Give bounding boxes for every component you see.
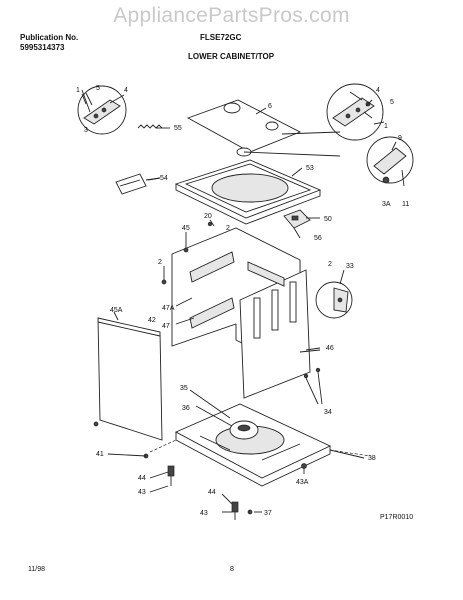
callout-45a: 45A <box>110 307 123 314</box>
callout-1: 1 <box>76 87 80 94</box>
hinge-detail-left <box>77 85 127 135</box>
callout-56: 56 <box>314 235 322 242</box>
hinge-detail-right <box>326 83 384 141</box>
watermark: AppliancePartsPros.com <box>113 4 350 27</box>
callout-6: 6 <box>268 103 272 110</box>
callout-35: 35 <box>180 385 188 392</box>
callout-2-left: 2 <box>158 259 162 266</box>
callout-42: 42 <box>148 317 156 324</box>
callout-36: 36 <box>182 405 190 412</box>
callout-43-lower: 43 <box>200 510 208 517</box>
callout-44: 44 <box>138 475 146 482</box>
washer-lid <box>186 99 341 157</box>
callout-53: 53 <box>306 165 314 172</box>
corner-bracket <box>315 281 353 319</box>
publication-number: 5995314373 <box>20 43 65 52</box>
callout-2-top: 2 <box>226 225 230 232</box>
leveling-legs <box>167 463 307 520</box>
callout-20: 20 <box>204 213 212 220</box>
footer-date: 11/98 <box>28 566 45 573</box>
callout-46: 46 <box>326 345 334 352</box>
callout-44-lower: 44 <box>208 489 216 496</box>
callout-5: 5 <box>96 85 100 92</box>
diagram-code: P17R0010 <box>380 514 414 521</box>
callout-47a: 47A <box>162 305 175 312</box>
callout-4: 4 <box>124 87 128 94</box>
callout-43a: 43A <box>296 479 309 486</box>
cabinet-base <box>149 403 371 487</box>
callout-5-right: 5 <box>390 99 394 106</box>
callout-33: 33 <box>346 263 354 270</box>
callout-34: 34 <box>324 409 332 416</box>
callout-9: 9 <box>398 135 402 142</box>
lid-switch <box>283 209 311 239</box>
callout-3a: 3A <box>382 201 391 208</box>
callout-47: 47 <box>162 323 170 330</box>
page-number: 8 <box>230 566 234 573</box>
cabinet-top <box>174 159 322 225</box>
callout-41: 41 <box>96 451 104 458</box>
callout-3: 3 <box>84 127 88 134</box>
lid-switch-detail <box>366 136 414 187</box>
callout-45: 45 <box>182 225 190 232</box>
callout-4-right: 4 <box>376 87 380 94</box>
callout-37: 37 <box>264 510 272 517</box>
screws <box>93 221 321 459</box>
front-panel <box>97 317 163 441</box>
callout-38: 38 <box>368 455 376 462</box>
lid-bumper <box>115 173 161 195</box>
callout-55: 55 <box>174 125 182 132</box>
leader-lines <box>81 91 397 513</box>
section-title: LOWER CABINET/TOP <box>188 52 275 61</box>
callout-50: 50 <box>324 216 332 223</box>
spring-part <box>137 124 163 129</box>
cabinet-body <box>171 227 321 399</box>
model-number: FLSE72GC <box>200 33 242 42</box>
callout-labels: 1 5 4 3 55 6 4 5 1 9 3A 11 53 54 20 2 50… <box>76 85 409 517</box>
callout-1-right: 1 <box>384 123 388 130</box>
callout-43: 43 <box>138 489 146 496</box>
callout-54: 54 <box>160 175 168 182</box>
callout-2-right: 2 <box>328 261 332 268</box>
publication-label: Publication No. <box>20 33 79 42</box>
callout-11: 11 <box>402 201 409 208</box>
